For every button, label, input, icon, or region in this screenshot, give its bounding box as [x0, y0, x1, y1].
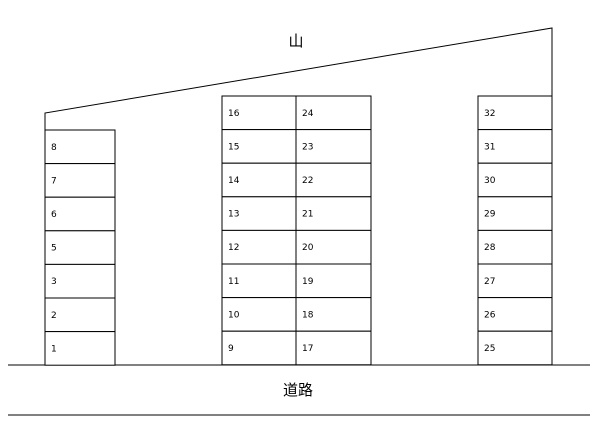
parking-slot-number: 23	[302, 142, 313, 152]
parking-slot-10	[221, 297, 297, 332]
parking-slot-30	[477, 162, 553, 198]
parking-slot-number: 21	[302, 210, 313, 220]
parking-slot-20	[295, 229, 372, 265]
parking-slot-25	[477, 330, 553, 366]
parking-slot-27	[477, 263, 553, 299]
parking-slot-number: 20	[302, 243, 314, 253]
parking-slot-17	[295, 330, 372, 366]
parking-slot-number: 29	[484, 210, 496, 220]
parking-slot-number: 10	[228, 310, 240, 320]
parking-slot-15	[221, 129, 297, 164]
parking-slot-number: 22	[302, 176, 313, 186]
parking-slot-1	[44, 331, 116, 366]
parking-slot-number: 32	[484, 109, 495, 119]
parking-slot-number: 16	[228, 109, 240, 119]
parking-slot-number: 9	[228, 344, 234, 354]
parking-slot-number: 24	[302, 109, 314, 119]
parking-slot-number: 7	[51, 176, 57, 186]
parking-slot-21	[295, 196, 372, 231]
parking-slot-9	[221, 330, 297, 366]
mountain-label: 山	[288, 32, 303, 50]
parking-slot-7	[44, 163, 116, 198]
parking-slot-23	[295, 129, 372, 164]
parking-slot-24	[295, 95, 372, 131]
parking-slot-number: 15	[228, 142, 239, 152]
parking-slot-number: 3	[51, 277, 57, 287]
road-label: 道路	[283, 381, 313, 399]
parking-slot-number: 30	[484, 176, 496, 186]
parking-slot-number: 11	[228, 277, 239, 287]
parking-slot-28	[477, 229, 553, 265]
parking-slot-number: 28	[484, 243, 496, 253]
mountain-outline	[44, 27, 553, 130]
parking-slot-8	[44, 129, 116, 165]
parking-slot-14	[221, 162, 297, 198]
parking-slot-31	[477, 129, 553, 164]
parking-slot-26	[477, 297, 553, 332]
parking-slot-19	[295, 263, 372, 299]
parking-slot-11	[221, 263, 297, 299]
parking-slot-6	[44, 196, 116, 232]
parking-slots: 8765321161514131211109242322212019181732…	[44, 95, 553, 366]
parking-slot-number: 18	[302, 310, 314, 320]
parking-slot-number: 25	[484, 344, 495, 354]
parking-slot-number: 8	[51, 143, 57, 153]
parking-slot-number: 12	[228, 243, 239, 253]
parking-slot-number: 13	[228, 210, 239, 220]
parking-slot-32	[477, 95, 553, 131]
parking-slot-number: 26	[484, 310, 496, 320]
parking-slot-12	[221, 229, 297, 265]
parking-slot-number: 14	[228, 176, 240, 186]
parking-slot-18	[295, 297, 372, 332]
parking-slot-number: 2	[51, 311, 57, 321]
parking-slot-number: 27	[484, 277, 495, 287]
parking-slot-number: 31	[484, 142, 495, 152]
parking-slot-29	[477, 196, 553, 231]
parking-slot-number: 5	[51, 244, 57, 254]
parking-slot-number: 1	[51, 344, 57, 354]
parking-slot-number: 6	[51, 210, 57, 220]
parking-slot-22	[295, 162, 372, 198]
parking-slot-number: 19	[302, 277, 314, 287]
parking-slot-16	[221, 95, 297, 131]
parking-slot-number: 17	[302, 344, 313, 354]
